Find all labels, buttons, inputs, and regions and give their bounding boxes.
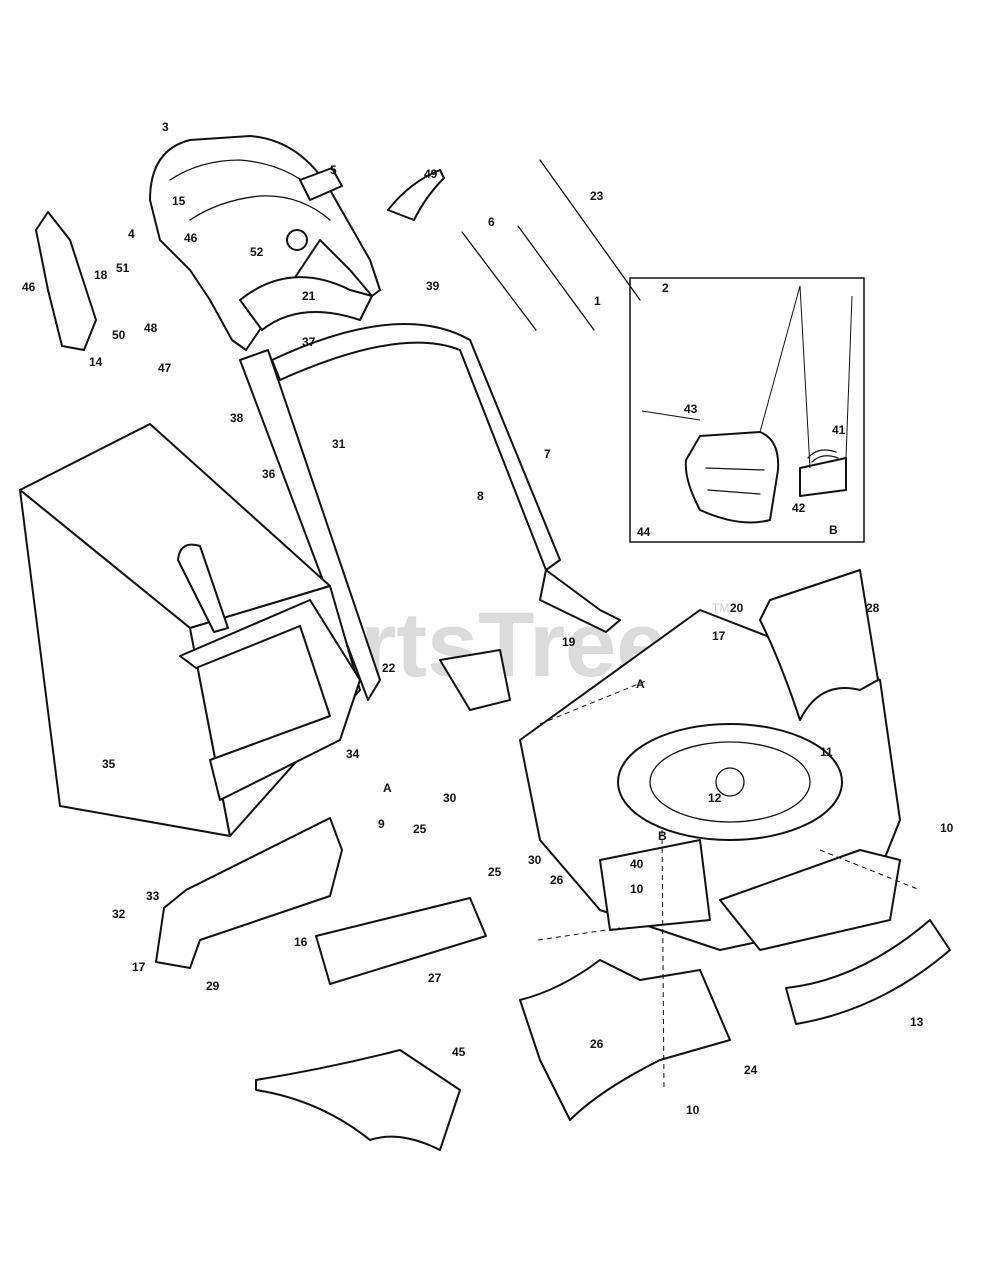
- control-cables: [461, 159, 641, 331]
- callout-25-upper: 25: [413, 822, 427, 836]
- callout-7: 7: [544, 447, 551, 461]
- side-bracket: [35, 211, 97, 351]
- callout-8: 8: [477, 489, 484, 503]
- callout-10-bottom: 10: [686, 1103, 700, 1117]
- callout-21: 21: [302, 289, 316, 303]
- rear-baffle: [519, 959, 731, 1121]
- rear-skirt: [785, 919, 951, 1025]
- callout-26-lower: 26: [590, 1037, 604, 1051]
- callout-31: 31: [332, 437, 346, 451]
- callout-4: 4: [128, 227, 135, 241]
- callout-14: 14: [89, 355, 103, 369]
- point-b: B: [658, 829, 667, 843]
- callout-24: 24: [744, 1063, 758, 1077]
- callout-33: 33: [146, 889, 160, 903]
- callout-11: 11: [820, 745, 833, 759]
- callout-15: 15: [172, 194, 186, 208]
- grass-bag-frame: [177, 543, 361, 801]
- reference-lines: [537, 679, 921, 1091]
- point-a-lower: A: [636, 677, 645, 691]
- mulch-plug: [759, 569, 879, 721]
- callout-25-lower: 25: [488, 865, 502, 879]
- callout-17-left: 17: [132, 960, 146, 974]
- callout-40: 40: [630, 857, 644, 871]
- callout-38: 38: [230, 411, 244, 425]
- callout-1: 1: [594, 294, 601, 308]
- callout-46-mid: 46: [184, 231, 198, 245]
- callout-17-right: 17: [712, 629, 726, 643]
- callout-10-mid: 10: [630, 882, 644, 896]
- callout-9: 9: [378, 817, 385, 831]
- callout-13: 13: [910, 1015, 924, 1029]
- inset-number: 44: [637, 525, 651, 539]
- callout-42: 42: [792, 501, 806, 515]
- callout-35: 35: [102, 757, 116, 771]
- callout-39: 39: [426, 279, 440, 293]
- callout-19: 19: [562, 635, 576, 649]
- rear-shield: [155, 817, 343, 969]
- callout-3: 3: [162, 120, 169, 134]
- callout-36: 36: [262, 467, 276, 481]
- watermark-trademark: TM: [712, 601, 729, 615]
- inset-deflector-cover: [684, 431, 780, 524]
- callout-49: 49: [424, 167, 438, 181]
- callout-6: 6: [488, 215, 495, 229]
- callout-52: 52: [250, 245, 264, 259]
- callout-26-upper: 26: [550, 873, 564, 887]
- callout-47: 47: [158, 361, 172, 375]
- callout-46-left: 46: [22, 280, 36, 294]
- inset-box: 44 B: [629, 277, 865, 543]
- callout-22: 22: [382, 661, 396, 675]
- point-a-upper: A: [383, 781, 392, 795]
- callout-51: 51: [116, 261, 130, 275]
- callout-30-lower: 30: [528, 853, 542, 867]
- callout-41: 41: [832, 423, 846, 437]
- callout-23: 23: [590, 189, 604, 203]
- callout-50: 50: [112, 328, 126, 342]
- rear-door-flap: [255, 1049, 461, 1151]
- callout-27: 27: [428, 971, 442, 985]
- callout-34: 34: [346, 747, 360, 761]
- callout-5: 5: [330, 163, 337, 177]
- callout-20: 20: [730, 601, 744, 615]
- callout-18: 18: [94, 268, 108, 282]
- callout-16: 16: [294, 935, 308, 949]
- callout-28: 28: [866, 601, 880, 615]
- callout-2: 2: [662, 281, 669, 295]
- callout-labels: 1 2 3 4 5 6 7 8 9 10 10 10 11 12 13 14 1…: [22, 120, 954, 1117]
- lower-handle: [239, 323, 621, 711]
- inset-point-b: B: [829, 523, 838, 537]
- inset-hinge-bracket: [799, 457, 847, 497]
- bail-lever: [387, 169, 445, 221]
- callout-43: 43: [684, 402, 698, 416]
- callout-48: 48: [144, 321, 158, 335]
- callout-29: 29: [206, 979, 220, 993]
- callout-32: 32: [112, 907, 126, 921]
- callout-10-right: 10: [940, 821, 954, 835]
- callout-12: 12: [708, 791, 722, 805]
- callout-37: 37: [302, 335, 316, 349]
- callout-30-upper: 30: [443, 791, 457, 805]
- callout-45: 45: [452, 1045, 466, 1059]
- hinge-rod: [315, 897, 487, 985]
- upper-handle: [149, 135, 381, 351]
